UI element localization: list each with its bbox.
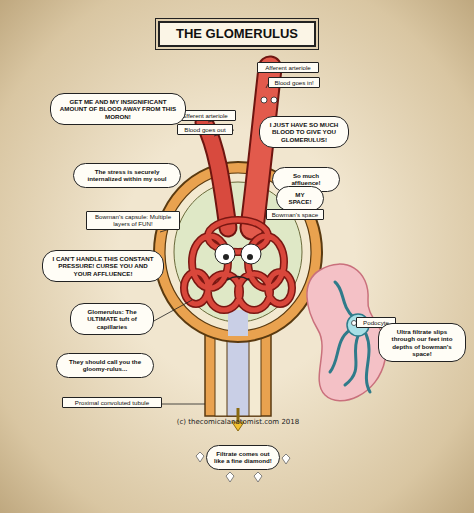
node-text: GET ME AND MY INSIGNIFICANT AMOUNT OF BL… bbox=[58, 98, 178, 120]
title-text: THE GLOMERULUS bbox=[176, 26, 298, 41]
afferent-outline bbox=[252, 68, 270, 228]
podocyte-region bbox=[307, 264, 386, 401]
speech-bubble: The stress is securely internalized with… bbox=[73, 163, 181, 188]
speech-bubble: GET ME AND MY INSIGNIFICANT AMOUNT OF BL… bbox=[50, 93, 186, 125]
diamond-icon bbox=[226, 472, 234, 482]
speech-bubble: Ultra filtrate slips through our feet in… bbox=[378, 323, 466, 362]
label-box: Bowman's capsule: Multiple layers of FUN… bbox=[86, 211, 180, 230]
node-text: I CAN'T HANDLE THIS CONSTANT PRESSURE! C… bbox=[50, 255, 156, 277]
node-text: Glomerulus: The ULTIMATE tuft of capilla… bbox=[78, 308, 146, 330]
glomerulus-pupil bbox=[223, 254, 229, 260]
capillary-loops bbox=[184, 220, 292, 310]
node-text: Proximal convoluted tubule bbox=[66, 399, 158, 406]
node-text: Ultra filtrate slips through our feet in… bbox=[386, 328, 458, 357]
node-text: Bowman's space bbox=[270, 211, 320, 218]
efferent-outline bbox=[204, 122, 228, 228]
node-text: I JUST HAVE SO MUCH BLOOD TO GIVE YOU GL… bbox=[267, 121, 341, 143]
speech-bubble: They should call you the gloomy-rulus... bbox=[56, 353, 154, 378]
capsule-exit bbox=[228, 310, 248, 336]
node-text: Blood goes out bbox=[181, 126, 229, 133]
label-box: Proximal convoluted tubule bbox=[62, 397, 162, 408]
afferent-eye bbox=[271, 97, 277, 103]
label-box: Blood goes out bbox=[177, 124, 233, 135]
foot-processes bbox=[330, 282, 370, 392]
leader-lines bbox=[152, 70, 370, 404]
node-text: MY SPACE! bbox=[284, 191, 316, 206]
node-text: They should call you the gloomy-rulus... bbox=[64, 358, 146, 373]
diamond-icon bbox=[254, 472, 262, 482]
glomerulus-eye bbox=[215, 244, 235, 264]
node-text: Bowman's capsule: Multiple layers of FUN… bbox=[90, 213, 176, 228]
glomerulus-eye bbox=[241, 244, 261, 264]
label-box: Bowman's space bbox=[266, 209, 324, 220]
capillary-loops-fill bbox=[184, 220, 292, 310]
speech-bubble: I CAN'T HANDLE THIS CONSTANT PRESSURE! C… bbox=[42, 250, 164, 282]
node-text: Afferent arteriole bbox=[261, 64, 315, 71]
node-text: Efferent arteriole bbox=[178, 112, 232, 119]
speech-bubble: MY SPACE! bbox=[276, 186, 324, 211]
node-text: Filtrate comes out like a fine diamond! bbox=[214, 450, 272, 465]
speech-bubble: I JUST HAVE SO MUCH BLOOD TO GIVE YOU GL… bbox=[259, 116, 349, 148]
afferent-arteriole bbox=[252, 68, 270, 228]
label-box: Blood goes in! bbox=[268, 77, 320, 88]
efferent-arteriole bbox=[204, 122, 228, 228]
speech-bubble: Filtrate comes out like a fine diamond! bbox=[206, 445, 280, 470]
afferent-eye bbox=[261, 97, 267, 103]
node-text: Blood goes in! bbox=[272, 79, 316, 86]
copyright-caption: (c) thecomicalanatomist.com 2018 bbox=[160, 418, 316, 426]
node-text: The stress is securely internalized with… bbox=[81, 168, 173, 183]
diamond-icon bbox=[196, 452, 204, 462]
glomerulus-pupil bbox=[247, 254, 253, 260]
speech-bubble: Glomerulus: The ULTIMATE tuft of capilla… bbox=[70, 303, 154, 335]
label-box: Afferent arteriole bbox=[257, 62, 319, 73]
title-box: THE GLOMERULUS bbox=[158, 21, 316, 47]
glomerulus-mouth bbox=[227, 277, 249, 281]
node-text: So much affluence! bbox=[280, 172, 332, 187]
diamond-icon bbox=[282, 454, 290, 464]
